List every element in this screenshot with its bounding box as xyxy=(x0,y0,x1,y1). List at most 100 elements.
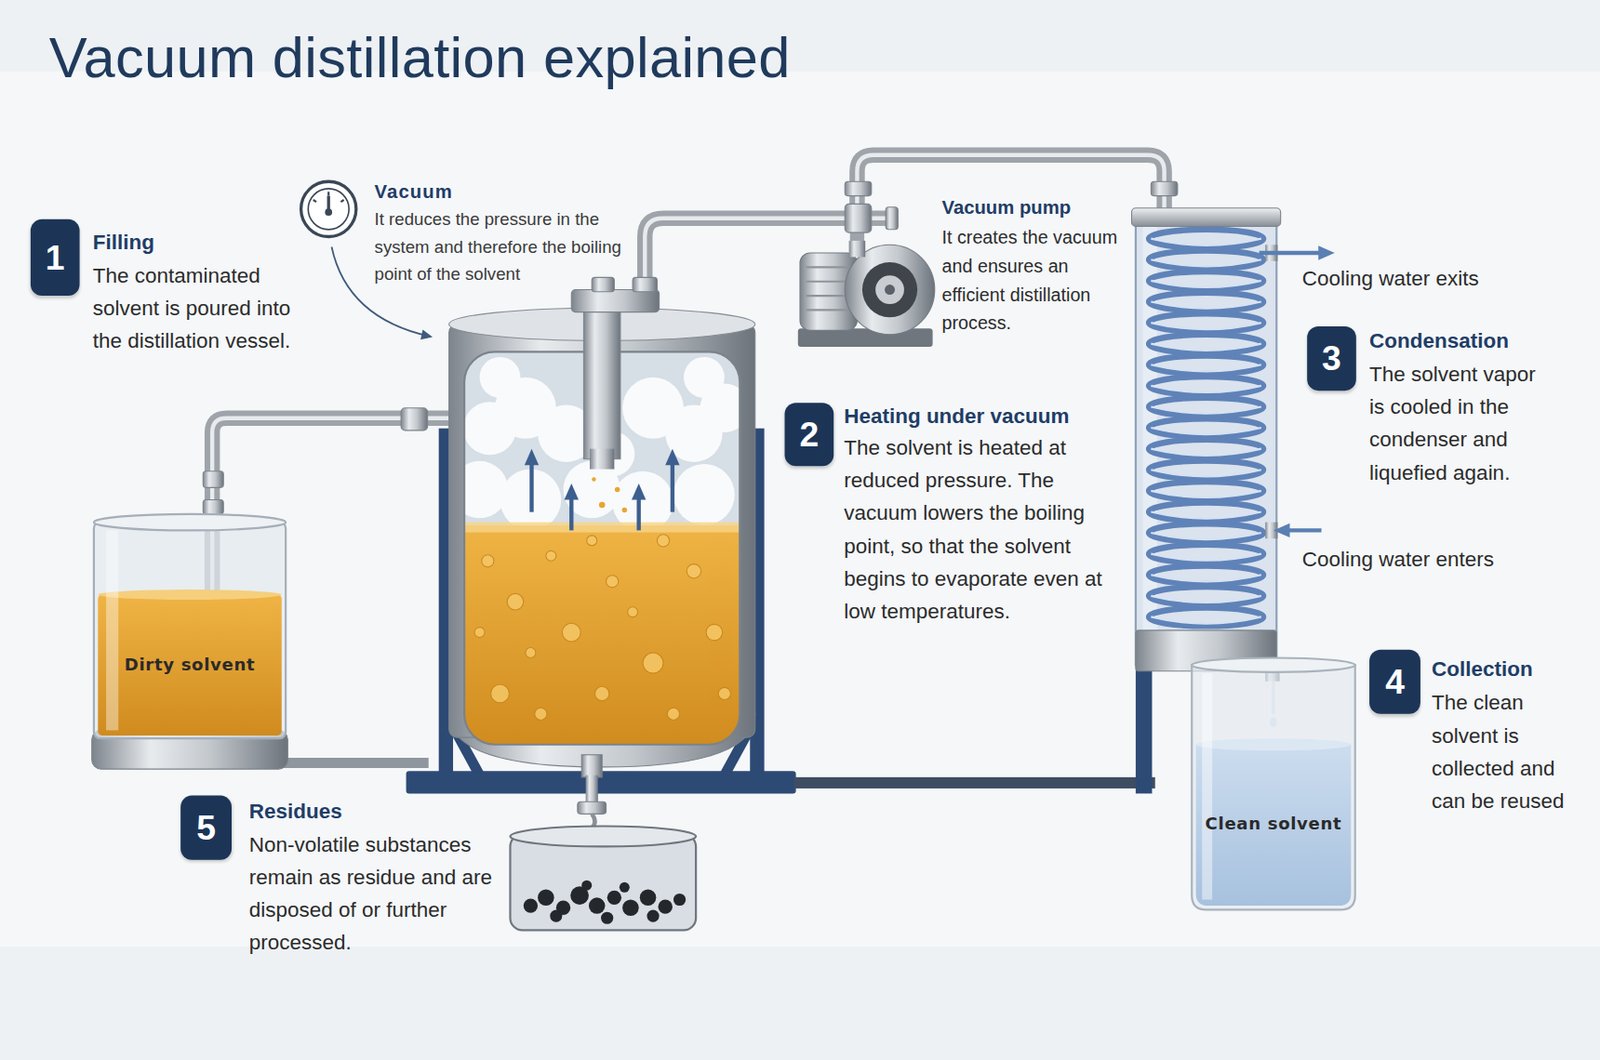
pipes-part xyxy=(885,207,898,230)
flow-label: Cooling water exits xyxy=(1302,262,1568,295)
condenser-coil-part xyxy=(1148,440,1264,459)
drain-and-residue-part-part xyxy=(607,891,622,906)
vessel-label: Clean solvent xyxy=(1191,813,1356,834)
condenser-coil-part xyxy=(1148,586,1264,606)
pipes-part xyxy=(844,181,872,196)
step-heading: Filling xyxy=(93,228,328,256)
distillation-vessel-part-part-part xyxy=(480,357,521,399)
drain-and-residue-part-part xyxy=(640,890,657,907)
distillation-vessel-part xyxy=(581,755,602,778)
drain-and-residue-part xyxy=(577,801,607,814)
condenser-coil-part xyxy=(1148,545,1264,564)
vessel-label: Dirty solvent xyxy=(93,654,286,675)
condenser-coil-part xyxy=(1148,398,1264,417)
distillation-vessel-part-part-part xyxy=(591,477,596,481)
condenser-coil-part xyxy=(1148,355,1264,374)
distillation-vessel-part-part-part xyxy=(622,507,627,513)
condenser-coil-part xyxy=(1148,334,1264,354)
leader-arrow xyxy=(332,246,431,337)
vacuum-gauge-part xyxy=(301,181,357,237)
diagram-title: Vacuum distillation explained xyxy=(49,24,791,91)
condenser-coil-part xyxy=(1148,271,1264,291)
pipes xyxy=(202,155,1178,764)
distillation-vessel-part-part-part xyxy=(666,707,680,720)
frame xyxy=(406,428,1156,795)
condenser-coil-part xyxy=(1150,469,1261,477)
condenser-coil-part xyxy=(1148,313,1264,333)
drain-and-residue-part xyxy=(523,880,686,925)
distillation-vessel-part-part-part xyxy=(656,534,669,547)
vacuum-gauge-part xyxy=(307,188,349,230)
step-description: The solvent vapor is cooled in the conde… xyxy=(1369,358,1553,489)
pipes-part xyxy=(400,408,428,431)
condenser-part xyxy=(1265,522,1278,540)
callout-number: 4 xyxy=(1385,662,1405,703)
cooling-water-arrows xyxy=(1259,253,1327,531)
condenser-coil-part xyxy=(1150,344,1261,351)
drain-and-residue-part-part xyxy=(646,909,659,922)
distillation-vessel-part-part-part xyxy=(599,502,606,509)
condenser-coil-part xyxy=(1148,376,1264,396)
condenser-coil-part xyxy=(1150,533,1261,540)
distillation-vessel-part-part-part xyxy=(474,627,485,639)
callout-badge: 1 xyxy=(30,219,80,296)
pipes-part xyxy=(202,500,224,515)
condenser xyxy=(1132,208,1281,682)
distillation-vessel-part-part-part xyxy=(586,535,598,547)
callout-heading: Vacuum xyxy=(374,179,620,204)
step-heading: Collection xyxy=(1431,655,1596,683)
callout-number: 2 xyxy=(799,414,819,455)
dirty-solvent-tank-part xyxy=(93,522,286,740)
drain-and-residue-part-part xyxy=(619,882,630,894)
distillation-vessel-part-part-part xyxy=(718,687,731,700)
vacuum-gauge xyxy=(301,181,357,237)
distillation-vessel-part-part xyxy=(591,477,627,513)
condenser-coil-part xyxy=(1150,616,1261,624)
condenser-coil-part xyxy=(1150,259,1261,267)
drain-and-residue-part-part xyxy=(673,893,686,907)
condenser-coil-part xyxy=(1150,491,1261,498)
condenser-part xyxy=(1143,224,1158,654)
cooling-water-arrows-part xyxy=(1259,251,1327,255)
distillation-vessel-part-part-part xyxy=(706,624,723,641)
drain-and-residue-part-part xyxy=(523,898,538,913)
distillation-vessel-part-part-part xyxy=(561,623,581,642)
step-description: The contaminated solvent is poured into … xyxy=(93,259,323,358)
vapor-arrows-part xyxy=(670,456,675,512)
distillation-vessel-part-part-part xyxy=(686,564,701,579)
distillation-vessel-part xyxy=(591,277,614,292)
step-description: The solvent is heated at reduced pressur… xyxy=(843,431,1125,628)
distillation-vessel-part-part-part xyxy=(683,357,725,399)
distillation-vessel-part-part-part xyxy=(491,684,510,704)
callout-badge: 5 xyxy=(180,796,232,861)
vapor-arrows-part xyxy=(636,492,640,532)
vacuum-pump-part xyxy=(844,244,935,335)
callout-number: 5 xyxy=(196,808,216,849)
callout-number: 3 xyxy=(1321,338,1342,379)
distillation-vessel-part-part-part xyxy=(606,575,619,588)
vacuum-pump-part xyxy=(806,266,852,310)
distillation-vessel-part-part-part xyxy=(627,607,639,618)
cooling-water-arrows-part xyxy=(1281,528,1322,533)
condenser-coil-part xyxy=(1150,364,1261,372)
condenser-coil-part xyxy=(1148,229,1264,249)
vessel-region: Clean solvent xyxy=(1191,665,1356,910)
dirty-solvent-tank-part xyxy=(97,589,281,600)
condenser-part xyxy=(1135,216,1277,667)
drain-and-residue-part xyxy=(509,834,696,931)
vacuum-pump-part xyxy=(849,240,867,258)
condenser-coil-part xyxy=(1150,301,1261,308)
vapor-arrows-part xyxy=(529,456,534,512)
drain-and-residue-part-part xyxy=(622,900,640,918)
callout-description: It creates the vacuum and ensures an eff… xyxy=(941,223,1131,338)
drain-and-residue-part-part xyxy=(588,897,606,915)
distillation-vessel-part-part-part xyxy=(506,593,524,611)
drain-and-residue xyxy=(509,775,696,932)
distillation-vessel-part xyxy=(589,449,614,470)
drain-and-residue-part-part xyxy=(658,900,673,915)
pipes-part xyxy=(844,203,872,233)
callout-number: 1 xyxy=(45,238,66,279)
condenser-coil-part xyxy=(1150,449,1261,456)
step-description: Non-volatile substances remain as residu… xyxy=(249,828,494,960)
